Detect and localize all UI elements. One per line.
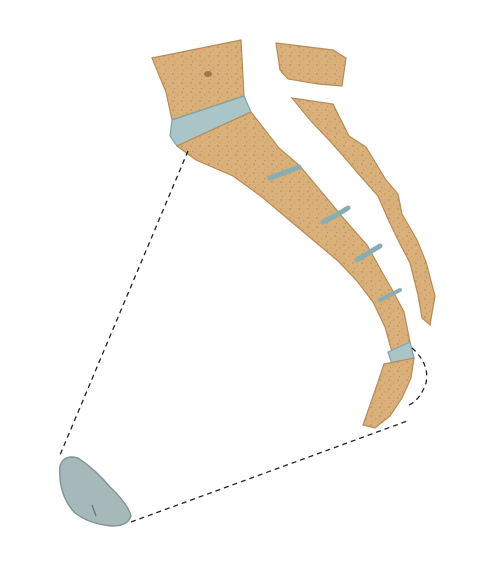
sacral-suture-4 [378,288,402,302]
bone-mark [204,71,212,77]
sacral-suture-3 [354,243,383,263]
sacral-suture-1 [267,164,302,181]
coccyx [362,357,415,429]
guide-line-coccyx [408,347,428,406]
ischial-pad [59,456,132,527]
sacral-suture-2 [320,205,351,225]
guide-line-bottom [130,419,411,523]
pad-mark [91,504,97,517]
sacrum-body [175,111,411,353]
guide-line-left [59,150,189,456]
dorsal-sacral-crest [290,97,436,327]
guide-lines [59,150,428,523]
posterior-arch-fragment [275,42,347,87]
